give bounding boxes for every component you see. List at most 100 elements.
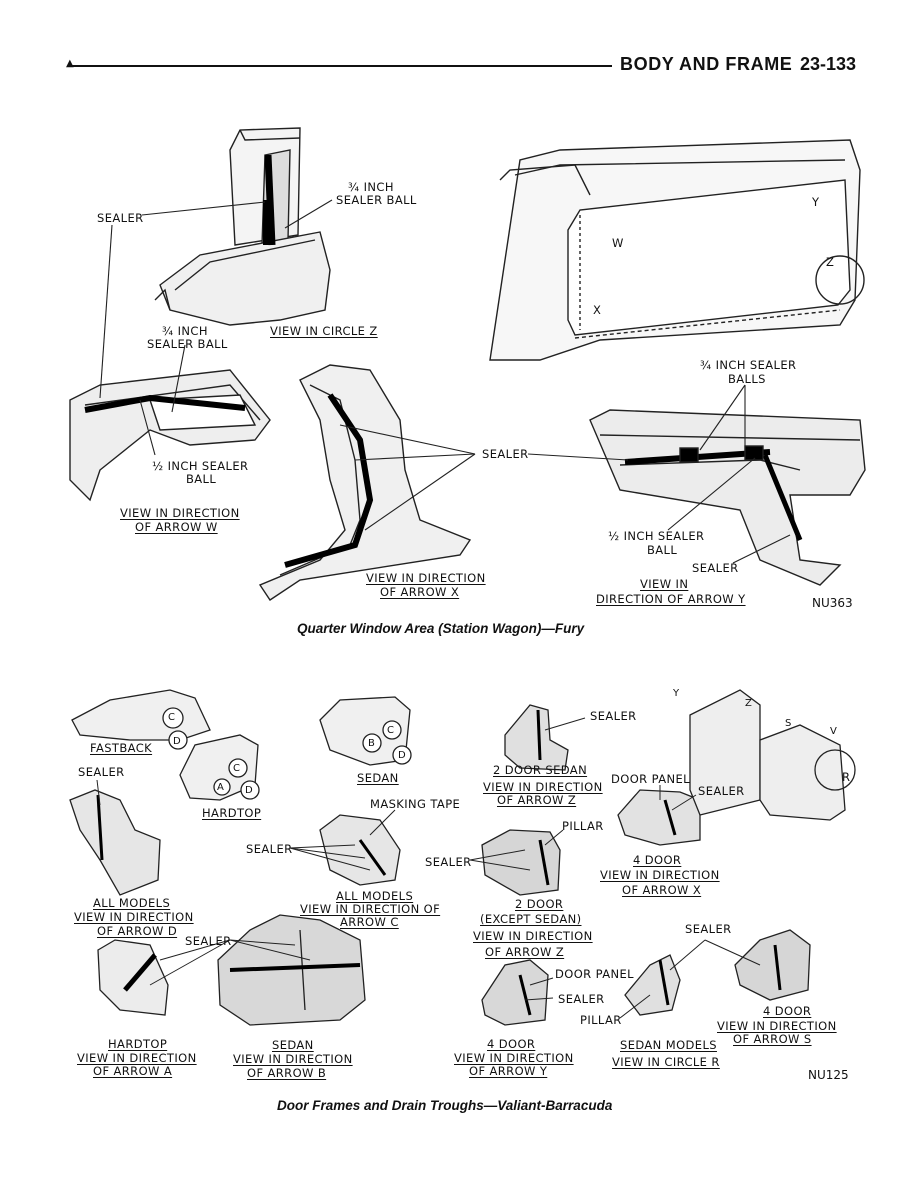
circle-r-label: R — [842, 770, 851, 784]
view-w-caption-2: OF ARROW W — [135, 520, 218, 534]
arrow-c-badge-1: C — [168, 712, 176, 723]
four-door-y-2: VIEW IN DIRECTION — [454, 1051, 574, 1065]
arrow-v-badge: V — [830, 726, 838, 737]
fastback-car-drawing — [71, 689, 211, 750]
two-door-except-2: (EXCEPT SEDAN) — [480, 912, 582, 926]
circle-z-label: Z — [826, 255, 835, 269]
four-door-x-3: OF ARROW X — [622, 883, 702, 897]
section-title: BODY AND FRAME — [620, 54, 793, 74]
arrow-a-badge: A — [217, 782, 225, 793]
three-quarter-balls-1: ¾ INCH SEALER — [700, 358, 797, 372]
arrow-y-badge-2: Y — [673, 688, 680, 699]
half-inch-ball-left-2: BALL — [186, 472, 217, 486]
all-models-d-2: VIEW IN DIRECTION — [74, 910, 194, 924]
door-panel-top-label: DOOR PANEL — [611, 772, 690, 786]
sealer-hardtop-a-label: SEALER — [185, 934, 232, 948]
half-inch-ball-right-1: ½ INCH SEALER — [608, 529, 705, 543]
three-quarter-ball-mid-2: SEALER BALL — [147, 337, 228, 351]
sealer-4door-x-label: SEALER — [698, 784, 745, 798]
view-x-drawing — [258, 364, 472, 601]
door-panel-bottom-label: DOOR PANEL — [555, 967, 634, 981]
four-door-y-3: OF ARROW Y — [469, 1064, 548, 1078]
sedan-b-1: SEDAN — [272, 1038, 314, 1052]
all-models-d-3: OF ARROW D — [97, 924, 178, 938]
hardtop-a-1: HARDTOP — [108, 1037, 168, 1051]
circle-z-pillar-drawing — [154, 127, 331, 326]
view-y-caption-2: DIRECTION OF ARROW Y — [596, 592, 746, 606]
view-y-caption-1: VIEW IN — [640, 577, 689, 591]
page-marker: ▲ — [66, 58, 74, 69]
four-door-s-2: VIEW IN DIRECTION — [717, 1019, 837, 1033]
arrow-d-badge-2: D — [245, 785, 254, 796]
sedan-models-r-drawing — [624, 954, 681, 1016]
arrow-d-badge-1: D — [173, 736, 182, 747]
four-door-x-drawing — [617, 789, 701, 846]
figure1-code: NU363 — [812, 596, 853, 610]
sealer-4door-s-label: SEALER — [685, 922, 732, 936]
sealer-2door-label: SEALER — [425, 855, 472, 869]
figure1-leaders — [99, 199, 791, 564]
sealer-2door-sedan-label: SEALER — [590, 709, 637, 723]
doors-drawing — [689, 689, 856, 821]
all-models-c-2: VIEW IN DIRECTION OF — [300, 902, 441, 916]
two-door-sedan-2: VIEW IN DIRECTION — [483, 780, 603, 794]
arrow-c-badge-2: C — [233, 763, 241, 774]
pillar-bottom-label: PILLAR — [580, 1013, 622, 1027]
four-door-s-drawing — [734, 929, 811, 1001]
sedan-b-3: OF ARROW B — [247, 1066, 327, 1080]
two-door-sedan-3: OF ARROW Z — [497, 793, 577, 807]
arrow-s-badge: S — [785, 718, 792, 729]
four-door-x-2: VIEW IN DIRECTION — [600, 868, 720, 882]
two-door-except-drawing — [481, 829, 561, 896]
two-door-sedan-1: 2 DOOR SEDAN — [493, 763, 588, 777]
sealer-c-label: SEALER — [246, 842, 293, 856]
figure2-caption: Door Frames and Drain Troughs—Valiant-Ba… — [277, 1098, 613, 1113]
all-models-d-1: ALL MODELS — [93, 896, 171, 910]
sedan-label: SEDAN — [357, 771, 399, 785]
sealer-label-center: SEALER — [482, 447, 529, 461]
three-quarter-ball-mid-1: ¾ INCH — [162, 324, 208, 338]
all-models-c-3: ARROW C — [340, 915, 399, 929]
sealer-all-models-label: SEALER — [78, 765, 125, 779]
arrow-x-badge: X — [593, 303, 602, 317]
four-door-x-1: 4 DOOR — [633, 853, 682, 867]
hardtop-a-3: OF ARROW A — [93, 1064, 173, 1078]
page-number: 23-133 — [800, 54, 857, 74]
four-door-s-1: 4 DOOR — [763, 1004, 812, 1018]
arrow-z-badge: Z — [745, 698, 753, 709]
wagon-quarter-window-drawing — [489, 139, 865, 361]
hardtop-label: HARDTOP — [202, 806, 262, 820]
sealer-4door-y-label: SEALER — [558, 992, 605, 1006]
two-door-sedan-drawing — [504, 704, 569, 771]
all-models-c-drawing — [319, 814, 401, 886]
three-quarter-ball-label-1: ¾ INCH — [348, 180, 394, 194]
hardtop-car-drawing — [179, 734, 260, 801]
three-quarter-balls-2: BALLS — [728, 372, 766, 386]
pillar-top-label: PILLAR — [562, 819, 604, 833]
fastback-label: FASTBACK — [90, 741, 153, 755]
half-inch-ball-right-2: BALL — [647, 543, 678, 557]
arrow-b-badge: B — [368, 738, 376, 749]
view-in-circle-z-label: VIEW IN CIRCLE Z — [270, 324, 378, 338]
arrow-c-badge-3: C — [387, 725, 395, 736]
four-door-y-drawing — [481, 959, 549, 1026]
masking-tape-label: MASKING TAPE — [370, 797, 461, 811]
view-x-caption-1: VIEW IN DIRECTION — [366, 571, 486, 585]
arrow-d-badge-3: D — [398, 750, 407, 761]
sedan-b-2: VIEW IN DIRECTION — [233, 1052, 353, 1066]
view-x-caption-2: OF ARROW X — [380, 585, 460, 599]
all-models-d-drawing — [69, 789, 161, 896]
four-door-s-3: OF ARROW S — [733, 1032, 812, 1046]
hardtop-view-a-drawing — [97, 939, 169, 1016]
view-y-drawing — [589, 409, 866, 586]
sedan-view-b-drawing — [217, 914, 366, 1026]
three-quarter-ball-label-2: SEALER BALL — [336, 193, 417, 207]
two-door-except-3: VIEW IN DIRECTION — [473, 929, 593, 943]
four-door-y-1: 4 DOOR — [487, 1037, 536, 1051]
sealer-label-top: SEALER — [97, 211, 144, 225]
two-door-except-1: 2 DOOR — [515, 897, 564, 911]
view-w-caption-1: VIEW IN DIRECTION — [120, 506, 240, 520]
half-inch-ball-left-1: ½ INCH SEALER — [152, 459, 249, 473]
